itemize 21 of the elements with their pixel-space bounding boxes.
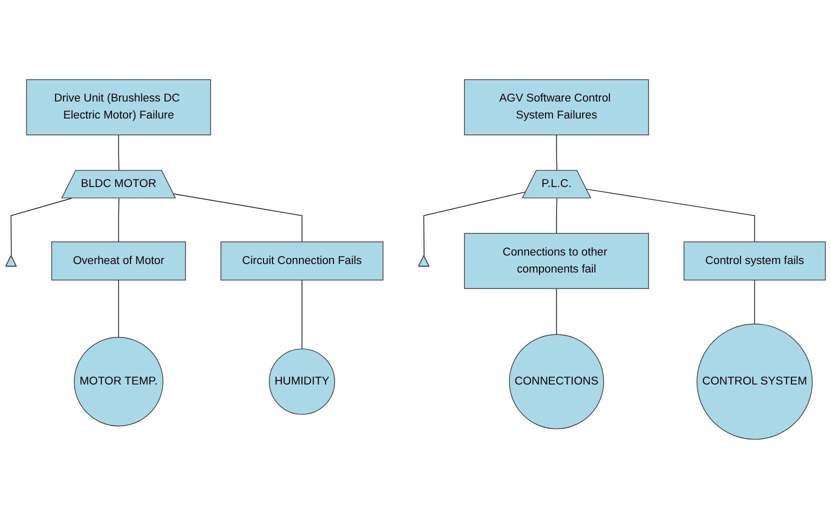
node-box: Connections to other components fail [464,233,649,289]
connector [10,198,72,256]
connector [556,288,557,335]
connector [118,198,120,242]
node-box: AGV Software Control System Failures [464,79,649,136]
node-circle: CONTROL SYSTEM [696,324,813,440]
node-box: Overheat of Motor [51,241,186,280]
connector [423,191,526,256]
node-circle: CONNECTIONS [509,334,604,430]
node-circle: MOTOR TEMP. [74,336,164,426]
connector [118,280,119,338]
connector [556,198,558,234]
connector [754,280,756,324]
node-circle: HUMIDITY [268,348,336,415]
connector [586,188,756,242]
node-box: Drive Unit (Brushless DC Electric Motor) Failure [26,79,212,136]
node-box: Control system fails [684,241,826,280]
connector [118,134,120,172]
connector [173,194,302,242]
connector [556,134,558,172]
node-box: Circuit Connection Fails [220,241,384,280]
